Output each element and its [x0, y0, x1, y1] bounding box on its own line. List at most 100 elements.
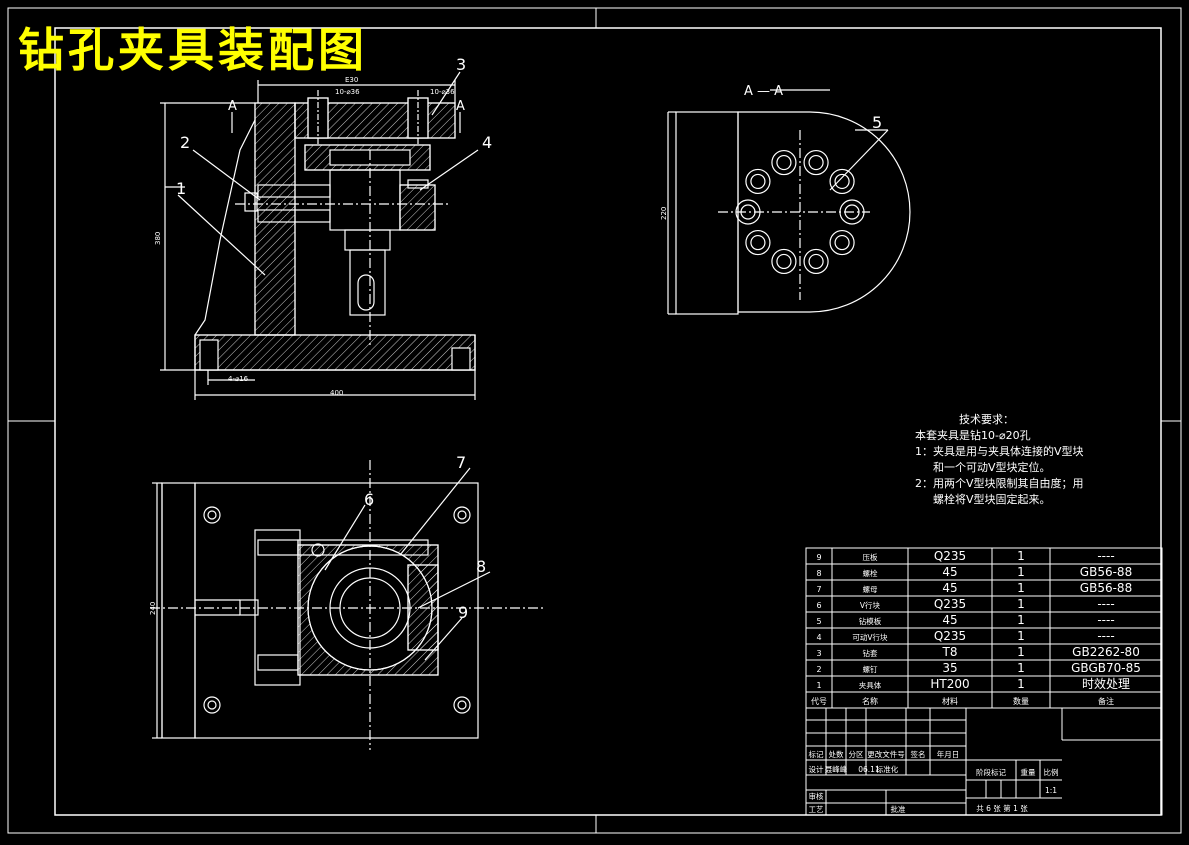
bom-cell-mat: Q235 — [934, 597, 966, 611]
titleblock-design-date: 06.11 — [858, 765, 880, 774]
title-block — [805, 707, 1163, 816]
balloon-labels: 1 2 3 4 5 6 7 8 9 — [176, 55, 882, 622]
drill-hole-ring — [735, 149, 865, 275]
titleblock-scale-val: 1:1 — [1045, 786, 1057, 795]
titleblock-review: 审核 — [809, 791, 824, 801]
bom-cell-name: 钻套 — [863, 648, 878, 658]
bom-cell-mat: T8 — [942, 645, 958, 659]
drill-hole-bore — [844, 204, 860, 220]
drill-hole — [803, 149, 829, 176]
bom-cell-name: 螺钉 — [863, 664, 878, 674]
balloon-8: 8 — [476, 557, 486, 576]
technical-requirements: 技术要求： 本套夹具是钻10-⌀20孔 1：夹具是用与夹具体连接的V型块 和一个… — [915, 412, 1084, 508]
bom-cell-qty: 1 — [1017, 581, 1025, 595]
drill-hole — [803, 248, 829, 275]
bom-cell-no: 2 — [816, 665, 821, 674]
titleblock-designer: 聂峰峰 — [825, 764, 848, 774]
bom-header: 材料 — [942, 696, 958, 706]
bom-cell-name: 夹具体 — [859, 680, 882, 690]
drill-hole — [829, 229, 855, 256]
section-marks: A A A — A — [228, 84, 783, 114]
section-aa-label: A — A — [744, 84, 783, 99]
bom-table — [805, 547, 1163, 709]
drill-hole — [745, 229, 771, 256]
tech-heading: 技术要求： — [959, 413, 1014, 426]
bom-cell-mat: 35 — [942, 661, 957, 675]
dim-top-width: E30 — [345, 76, 358, 84]
dim-height-left: 380 — [154, 232, 162, 245]
bom-header: 备注 — [1098, 696, 1114, 706]
bom-cell-qty: 1 — [1017, 629, 1025, 643]
drill-hole-bore — [750, 234, 766, 251]
bom-cell-no: 3 — [816, 649, 821, 658]
dim-right-height: 220 — [660, 207, 668, 220]
bom-cell-no: 8 — [816, 569, 821, 578]
bom-cell-mat: Q235 — [934, 549, 966, 563]
dim-base-width: 400 — [330, 389, 343, 397]
drill-hole-bore — [808, 253, 824, 270]
tech-line-3: 和一个可动V型块定位。 — [933, 461, 1051, 474]
section-aa-view — [667, 89, 911, 315]
balloon-3: 3 — [456, 55, 466, 74]
bom-cell-note: GB2262-80 — [1072, 645, 1140, 659]
bom-cell-note: GB56-88 — [1080, 565, 1132, 579]
balloon-9: 9 — [458, 603, 468, 622]
plan-view — [150, 460, 545, 750]
titleblock-approve: 批准 — [891, 804, 906, 814]
dimension-labels: E30 10-⌀36 10-⌀36 380 4-⌀16 400 220 240 — [149, 76, 668, 615]
section-mark-a-left: A — [228, 99, 237, 114]
bom-cell-note: ---- — [1097, 597, 1114, 611]
bom-cell-qty: 1 — [1017, 613, 1025, 627]
balloon-4: 4 — [482, 133, 492, 152]
bom-cell-note: ---- — [1097, 549, 1114, 563]
front-section-view — [160, 71, 479, 400]
bom-cell-name: 可动V行块 — [852, 632, 888, 642]
drawing-frame — [7, 7, 1182, 834]
drill-hole — [745, 168, 771, 195]
tech-line-4: 2：用两个V型块限制其自由度；用 — [915, 477, 1084, 490]
drawing-title: 钻孔夹具装配图 — [18, 23, 368, 77]
bom-header: 数量 — [1013, 696, 1029, 706]
drill-hole — [771, 248, 797, 275]
dim-plan-height: 240 — [149, 602, 157, 615]
drill-hole — [829, 168, 855, 195]
bom-cell-no: 4 — [816, 633, 821, 642]
titleblock-weight: 重量 — [1021, 768, 1037, 777]
tech-line-1: 本套夹具是钻10-⌀20孔 — [915, 429, 1031, 442]
balloon-6: 6 — [364, 490, 374, 509]
dim-base-holes: 4-⌀16 — [228, 375, 249, 383]
drill-hole-bore — [740, 204, 756, 220]
bom-cell-note: 时效处理 — [1082, 676, 1130, 691]
bom-cell-mat: 45 — [942, 613, 957, 627]
drill-hole-bore — [776, 253, 792, 270]
balloon-2: 2 — [180, 133, 190, 152]
titleblock-sign: 签名 — [911, 749, 926, 759]
titleblock-zone: 分区 — [849, 750, 864, 759]
bom-cell-mat: HT200 — [930, 677, 969, 691]
bom-cell-no: 1 — [816, 681, 821, 690]
bom-header: 名称 — [862, 696, 878, 706]
bom-cell-qty: 1 — [1017, 549, 1025, 563]
tech-line-5: 螺栓将V型块固定起来。 — [933, 493, 1051, 506]
bom-cell-name: 钻模板 — [859, 616, 882, 626]
bom-cell-qty: 1 — [1017, 661, 1025, 675]
drill-hole — [771, 149, 797, 176]
bom-cell-no: 7 — [816, 585, 821, 594]
titleblock-mark: 标记 — [809, 749, 824, 759]
balloon-5: 5 — [872, 113, 882, 132]
drill-hole-bore — [750, 173, 766, 190]
bom-header: 代号 — [811, 696, 827, 706]
bom-cell-note: GBGB70-85 — [1071, 661, 1141, 675]
titleblock-date: 年月日 — [937, 749, 960, 759]
bom-cell-mat: Q235 — [934, 629, 966, 643]
bom-cell-name: 螺母 — [863, 584, 878, 594]
bom-cell-no: 9 — [816, 553, 821, 562]
drill-hole-bore — [834, 234, 850, 251]
bom-cell-qty: 1 — [1017, 645, 1025, 659]
bom-cell-note: ---- — [1097, 629, 1114, 643]
bom-cell-no: 5 — [816, 617, 821, 626]
balloon-7: 7 — [456, 453, 466, 472]
